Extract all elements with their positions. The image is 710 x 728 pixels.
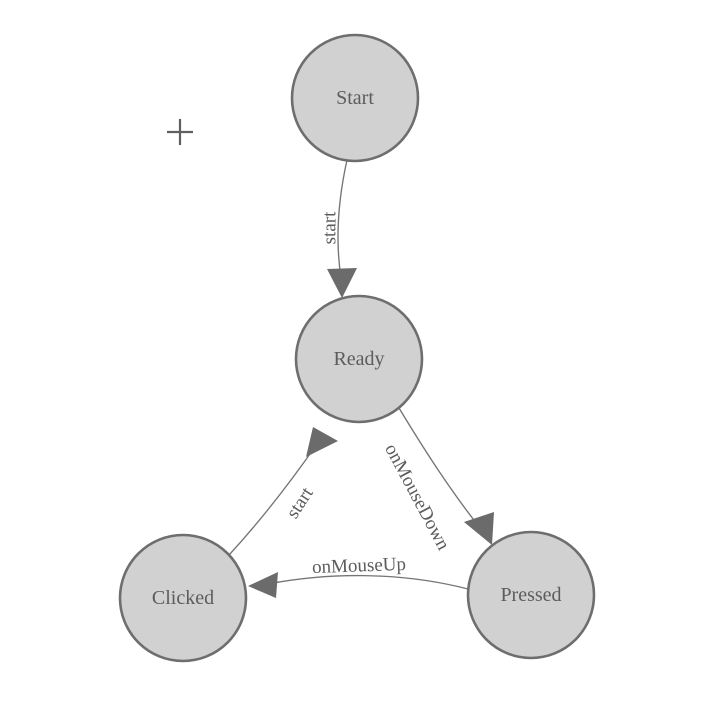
arrowhead-start-to-ready	[327, 268, 357, 298]
node-ready-circle	[294, 294, 424, 424]
node-pressed[interactable]: Pressed	[466, 530, 596, 660]
node-start-label: Start	[336, 87, 374, 109]
node-ready[interactable]: Ready	[294, 294, 424, 424]
arrowhead-pressed-to-clicked	[248, 572, 278, 598]
edge-label-start-to-ready: start	[320, 211, 341, 244]
crosshair-cursor-icon	[167, 119, 193, 145]
edge-label-pressed-to-clicked: onMouseUp	[312, 554, 407, 578]
edge-clicked-to-ready[interactable]: start	[228, 427, 338, 556]
node-clicked-circle	[118, 533, 248, 663]
edge-path-pressed-to-clicked	[267, 574, 469, 590]
node-clicked-label: Clicked	[152, 587, 214, 609]
node-start[interactable]: Start	[290, 33, 420, 163]
node-pressed-label: Pressed	[500, 584, 561, 606]
edge-pressed-to-clicked[interactable]: onMouseUp	[248, 554, 469, 598]
edge-path-start-to-ready	[337, 159, 348, 279]
edge-label-clicked-to-ready: start	[282, 483, 318, 522]
edge-label-ready-to-pressed: onMouseDown	[380, 440, 454, 554]
edge-ready-to-pressed[interactable]: onMouseDown	[380, 407, 494, 554]
node-clicked[interactable]: Clicked	[118, 533, 248, 663]
node-pressed-circle	[466, 530, 596, 660]
node-ready-label: Ready	[333, 348, 384, 370]
node-start-circle	[290, 33, 420, 163]
arrowhead-clicked-to-ready	[306, 427, 338, 457]
arrowhead-ready-to-pressed	[464, 512, 494, 545]
edge-start-to-ready[interactable]: start	[320, 159, 358, 298]
